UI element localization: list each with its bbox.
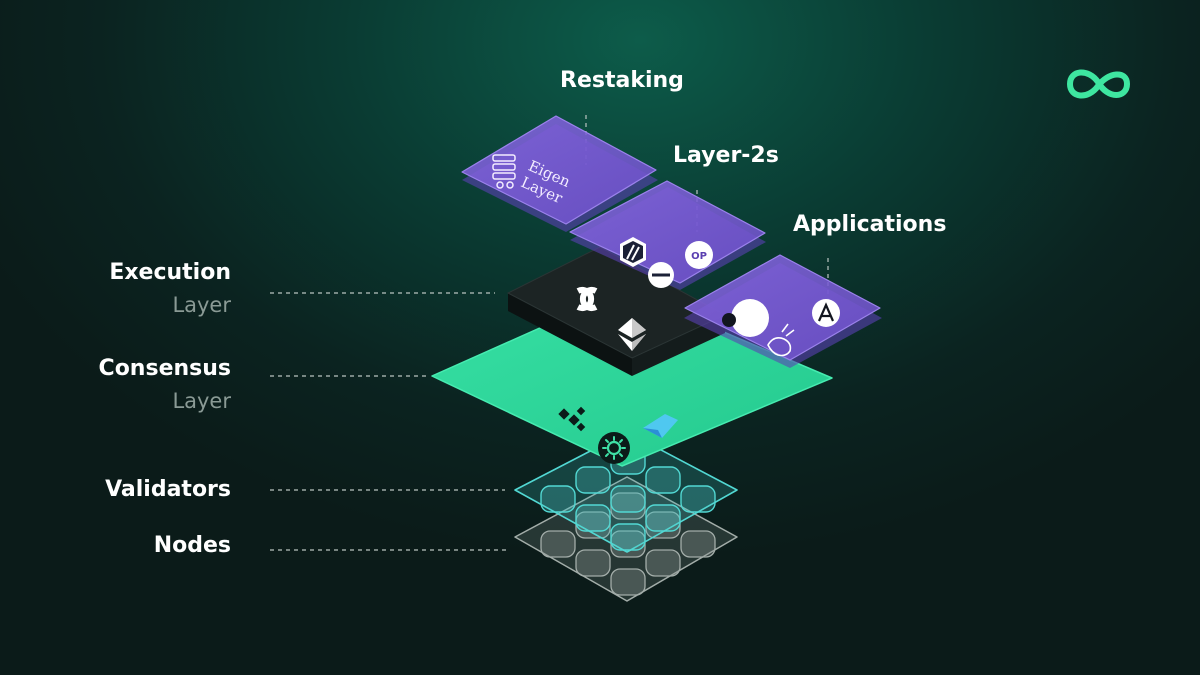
node-cell xyxy=(645,549,681,577)
ssv-icon xyxy=(643,414,678,438)
execution-title: Execution xyxy=(109,260,231,285)
op-badge-text: OP xyxy=(691,251,707,262)
execution-subtitle: Layer xyxy=(172,293,231,317)
infinity-logo-icon xyxy=(1066,69,1131,99)
nodes-label: Nodes xyxy=(154,533,231,558)
execution-block xyxy=(506,246,727,376)
consensus-layer-label: Consensus Layer xyxy=(99,356,231,413)
validator-cell xyxy=(575,466,611,494)
uniswap-icon xyxy=(767,323,795,357)
applications-tile xyxy=(684,254,882,368)
validators-label: Validators xyxy=(105,477,231,502)
execution-layer-label: Execution Layer xyxy=(109,260,231,317)
eigenlayer-logo-icon xyxy=(492,154,516,189)
validator-cell xyxy=(680,485,716,513)
layer2s-tile: OP xyxy=(569,180,766,290)
celo-icon xyxy=(576,287,598,311)
lido-icon xyxy=(722,299,769,337)
validator-cell xyxy=(575,504,611,532)
node-cell xyxy=(540,530,576,558)
node-cell xyxy=(610,568,646,596)
ethereum-icon xyxy=(618,318,646,351)
applications-label: Applications xyxy=(793,212,947,237)
node-cell xyxy=(680,530,716,558)
consensus-title: Consensus xyxy=(98,356,231,381)
consensus-plate xyxy=(431,289,833,467)
optimism-icon: OP xyxy=(685,241,713,269)
validator-cell xyxy=(645,504,681,532)
validator-cell xyxy=(540,485,576,513)
validators-title: Validators xyxy=(105,477,231,502)
node-cell xyxy=(575,549,611,577)
linea-icon xyxy=(648,262,674,288)
obol-icon xyxy=(558,406,586,432)
restaking-label: Restaking xyxy=(560,68,684,93)
nodes-title: Nodes xyxy=(153,533,231,558)
validator-cell xyxy=(610,523,646,551)
restaking-tile: Eigen Layer xyxy=(461,115,658,232)
validator-cell xyxy=(645,466,681,494)
layer2s-label: Layer-2s xyxy=(673,143,779,168)
arbitrum-icon xyxy=(620,237,646,267)
aave-icon xyxy=(812,299,840,327)
validators-grid xyxy=(514,431,738,553)
validator-cell xyxy=(610,485,646,513)
diva-icon xyxy=(598,432,630,464)
consensus-subtitle: Layer xyxy=(172,389,231,413)
